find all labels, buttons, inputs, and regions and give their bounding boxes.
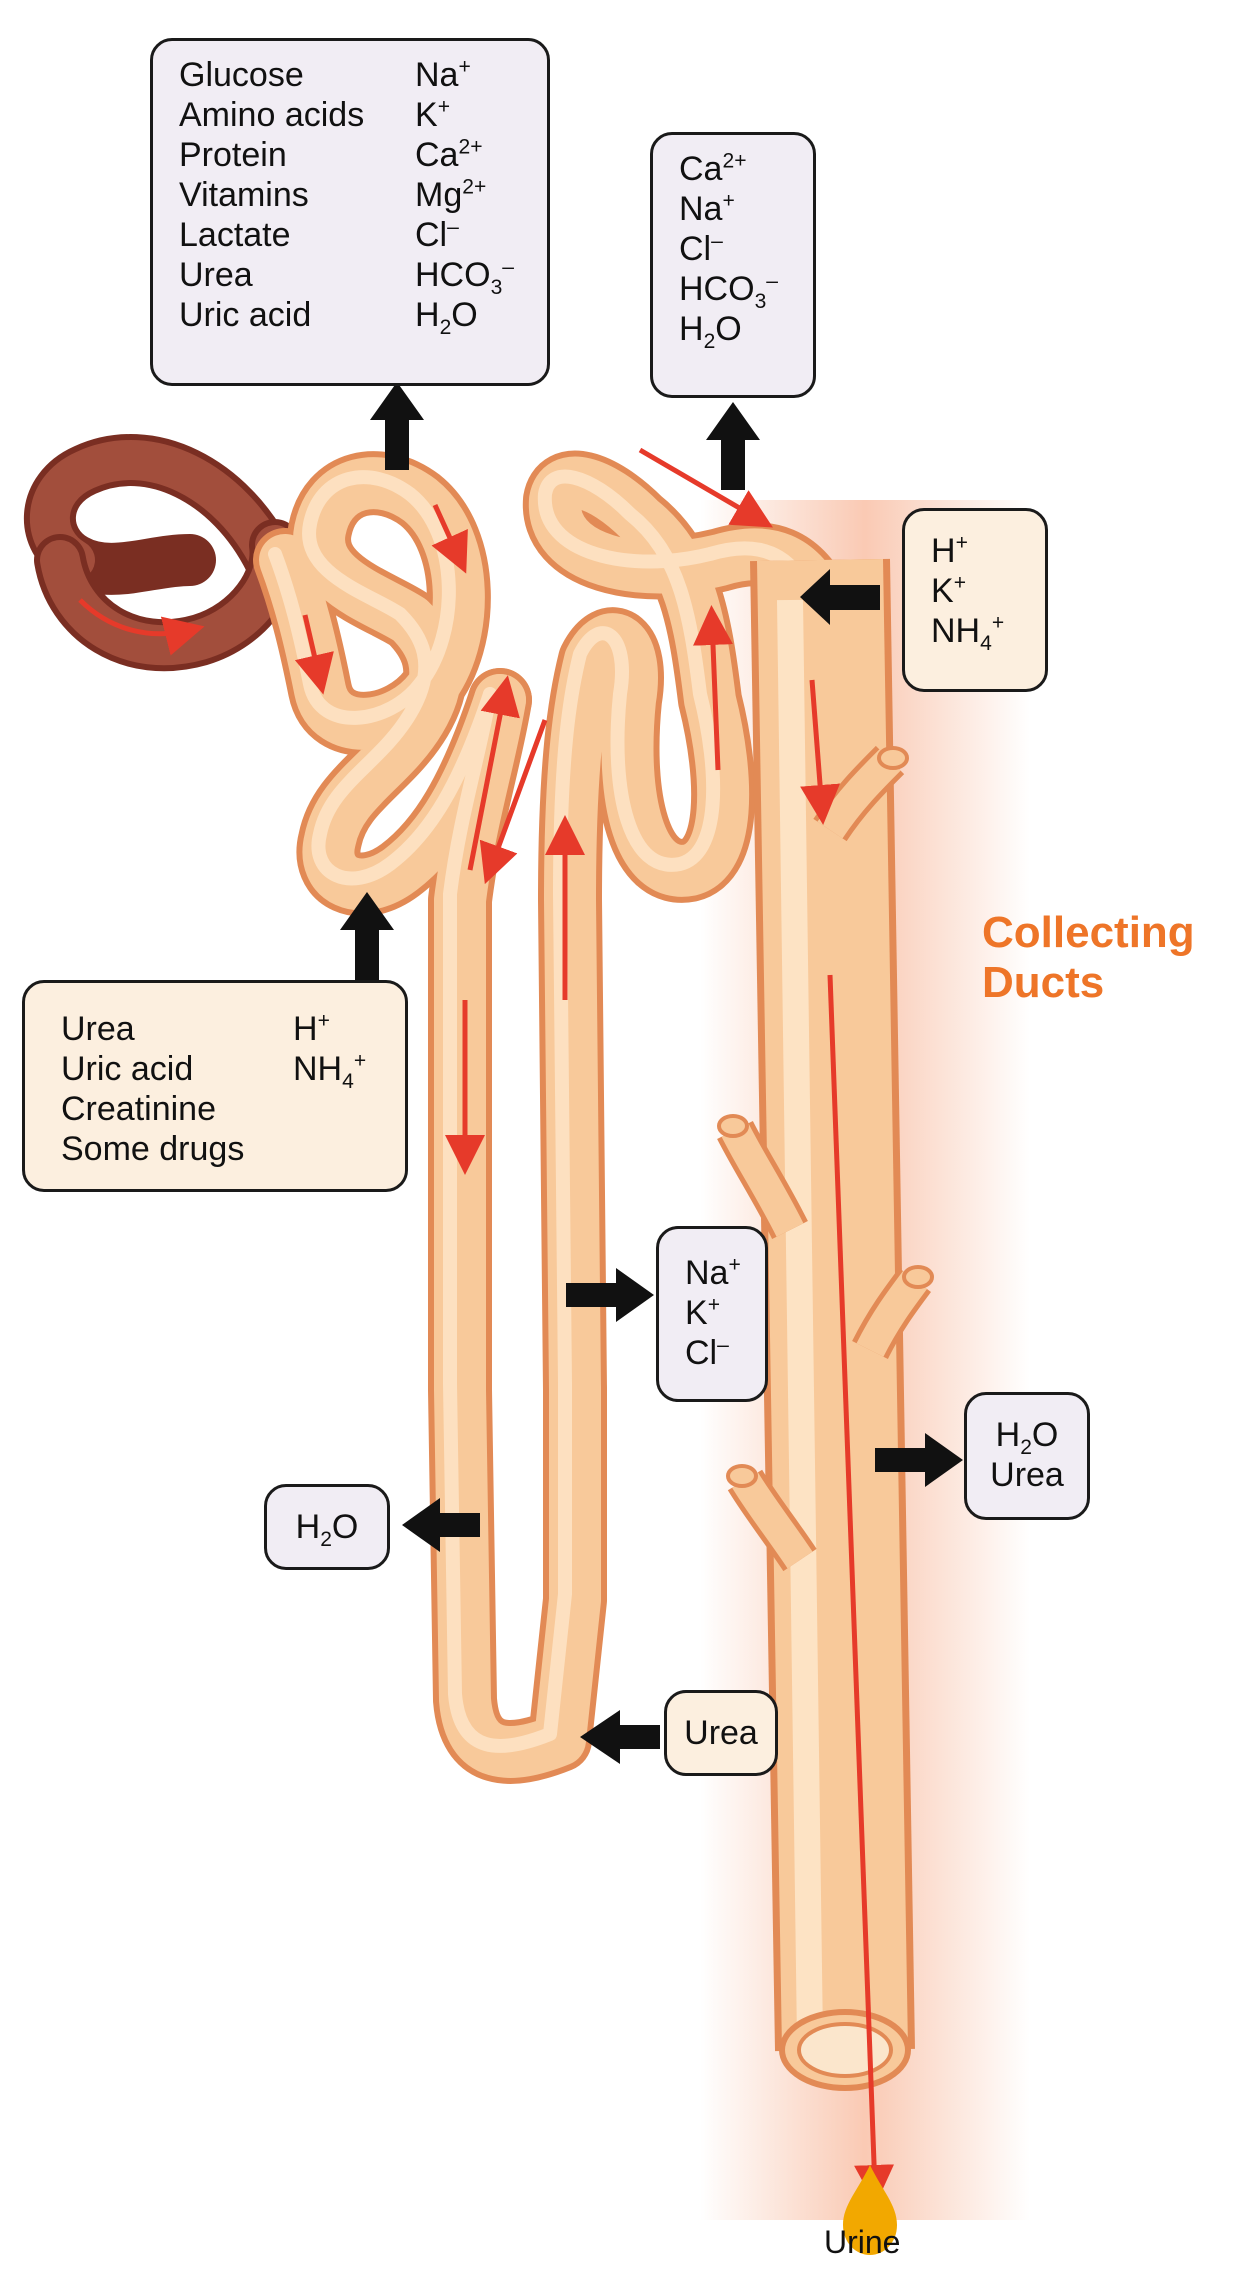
pct-secreted-ion-item: NH4+: [293, 1049, 367, 1093]
collecting-ducts-title: Collecting Ducts: [982, 908, 1195, 1008]
pct-reabsorbed-solute-item: Vitamins: [179, 176, 309, 214]
pct-reabsorption-ions: Na+K+Ca2+Mg2+Cl–HCO3–H2O: [415, 55, 515, 339]
pct-reabsorbed-ion-item: HCO3–: [415, 255, 515, 299]
tubule-highlight: [443, 687, 572, 1753]
urea-recycle-value: Urea: [667, 1713, 775, 1753]
tubule-highlight: [537, 469, 817, 1391]
title-line-2: Ducts: [982, 958, 1105, 1007]
dct-reabsorption-ions: Ca2+Na+Cl–HCO3–H2O: [679, 149, 779, 353]
cd-item-item: H2O: [995, 1416, 1059, 1459]
pct-secreted-ion-item: H+: [293, 1009, 330, 1048]
pct-reabsorbed-solute-item: Protein: [179, 136, 287, 174]
dct-secreted-ion-item: NH4+: [931, 611, 1005, 655]
thick-ascending-box: Na+K+Cl–: [656, 1226, 768, 1402]
descending-water-box: H2O: [264, 1484, 390, 1570]
tubule-body: [434, 674, 601, 1778]
dct-reabsorbed-ion-item: HCO3–: [679, 269, 779, 313]
pct-reabsorbed-solute-item: Urea: [179, 256, 253, 294]
pct-reabsorbed-solute-item: Uric acid: [179, 296, 312, 334]
pct-secreted-solute-item: Urea: [61, 1010, 135, 1048]
tal-ion-item: Cl–: [685, 1333, 729, 1372]
dct-secreted-ion-item: H+: [931, 531, 968, 570]
thick-ascending-ions: Na+K+Cl–: [685, 1253, 741, 1373]
dct-secreted-ion-item: K+: [931, 571, 966, 610]
pct-reabsorbed-ion-item: Ca2+: [415, 135, 483, 174]
pct-reabsorbed-ion-item: K+: [415, 95, 450, 134]
urea-item-item: Urea: [684, 1714, 758, 1752]
descending-water-value: H2O: [267, 1507, 387, 1551]
dct-reabsorbed-ion-item: Ca2+: [679, 149, 747, 188]
tubule-highlight: [268, 470, 497, 886]
pct-reabsorbed-solute-item: Amino acids: [179, 96, 365, 134]
pct-reabsorbed-ion-item: Na+: [415, 55, 471, 94]
cd-item-item: Urea: [990, 1456, 1064, 1494]
dct-secretion-ions: H+K+NH4+: [931, 531, 1005, 655]
pct-reabsorbed-ion-item: H2O: [415, 296, 478, 339]
pct-reabsorbed-ion-item: Cl–: [415, 215, 459, 254]
flow-arrows: [294, 447, 895, 2205]
pct-secreted-solute-item: Some drugs: [61, 1130, 245, 1168]
tal-ion-item: Na+: [685, 1253, 741, 1292]
urea-recycle-box: Urea: [664, 1690, 778, 1776]
pct-reabsorbed-solute-item: Lactate: [179, 216, 291, 254]
pct-secreted-solute-item: Creatinine: [61, 1090, 216, 1128]
dct-reabsorbed-ion-item: Cl–: [679, 229, 723, 268]
desc-water-item: H2O: [295, 1508, 359, 1551]
pct-secreted-solute-item: Uric acid: [61, 1050, 194, 1088]
urine-drop-icon: [843, 2165, 897, 2255]
urine-label: Urine: [824, 2224, 901, 2260]
pct-secretion-ions: H+NH4+: [293, 1009, 367, 1093]
tal-ion-item: K+: [685, 1293, 720, 1332]
pct-reabsorbed-ion-item: Mg2+: [415, 175, 487, 214]
bowmans-capsule: [24, 434, 302, 672]
title-line-1: Collecting: [982, 908, 1195, 957]
transport-arrows: [340, 382, 963, 1764]
dct-reabsorbed-ion-item: Na+: [679, 189, 735, 228]
dct-secretion-box: H+K+NH4+: [902, 508, 1048, 692]
dct-reabsorption-box: Ca2+Na+Cl–HCO3–H2O: [650, 132, 816, 398]
pct-reabsorbed-solute-item: Glucose: [179, 56, 304, 94]
dct-reabsorbed-ion-item: H2O: [679, 310, 742, 353]
